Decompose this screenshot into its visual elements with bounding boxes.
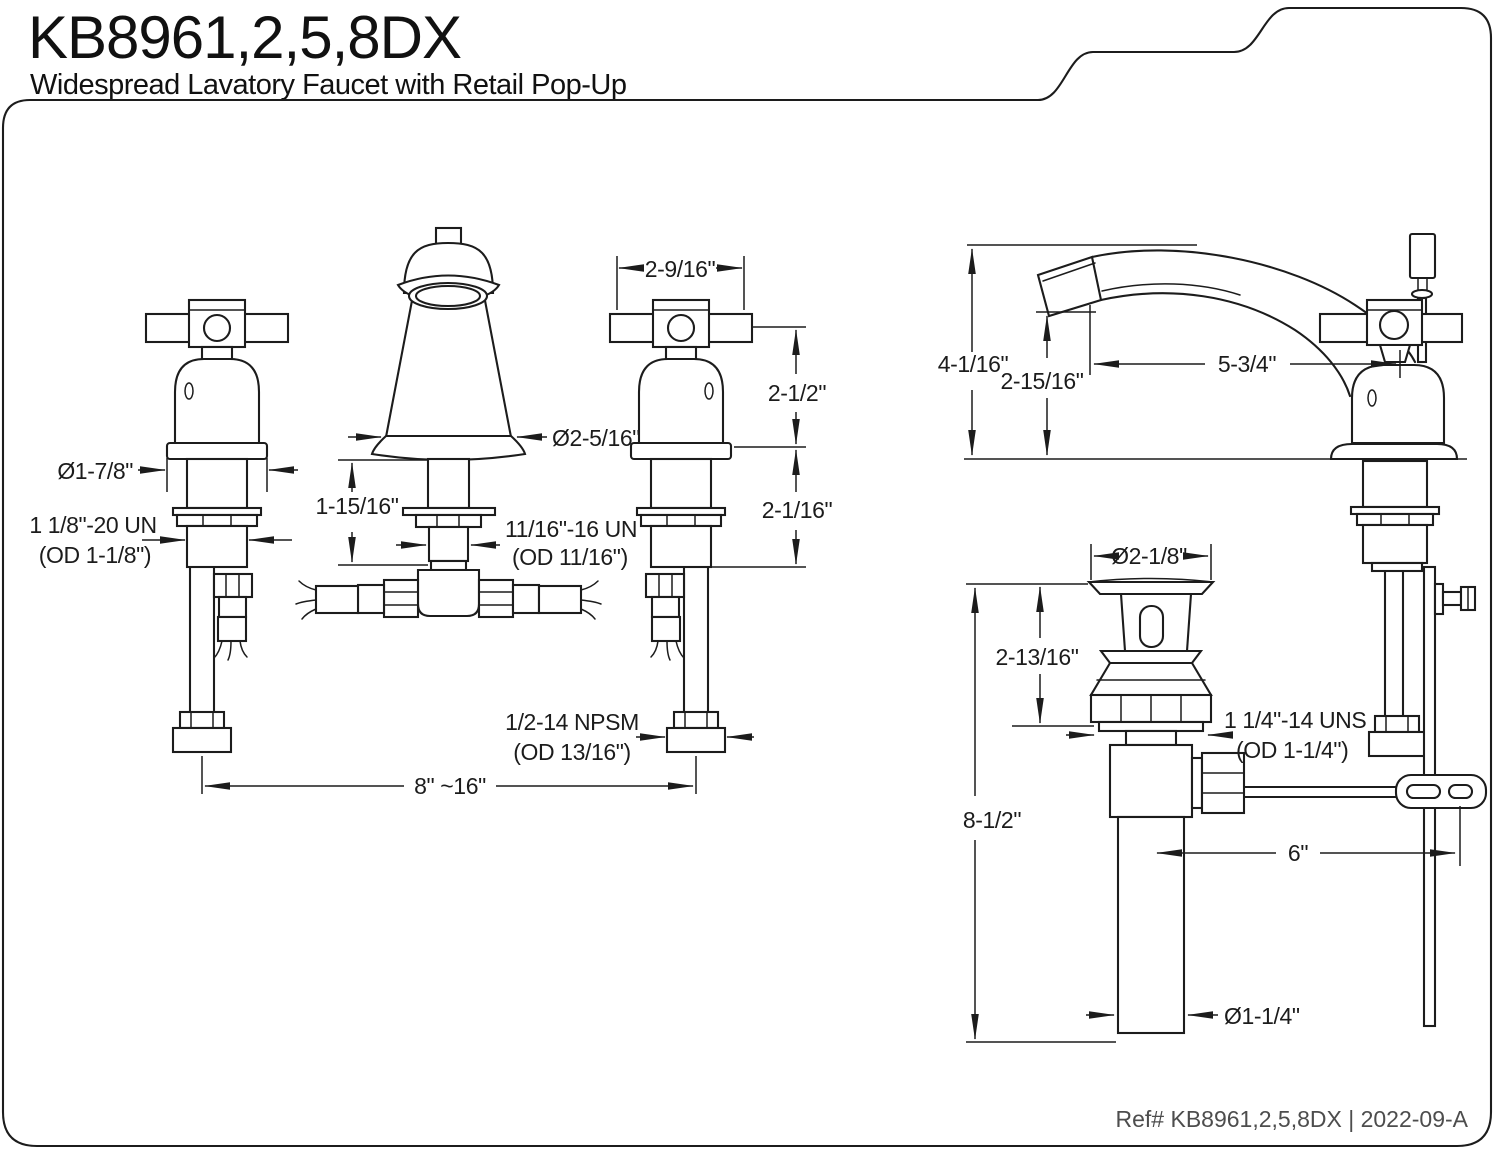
supply-coupling-nut bbox=[171, 726, 233, 754]
dim-handle-height-upper: 2-1/2" bbox=[768, 380, 826, 406]
supply-coupling-nut bbox=[665, 726, 727, 754]
dim-drain-body-thread: 1 1/4"-14 UNS bbox=[1224, 707, 1366, 733]
handle-shank-threads bbox=[185, 457, 249, 510]
supply-tube bbox=[188, 565, 216, 714]
dim-drain-overall-height: 8-1/2" bbox=[963, 807, 1021, 833]
supply-tube bbox=[682, 565, 710, 714]
center-spout bbox=[295, 226, 602, 620]
sheet-border bbox=[1, 6, 1493, 1148]
spout-outlet bbox=[1036, 255, 1103, 318]
header: KB8961,2,5,8DX Widespread Lavatory Fauce… bbox=[28, 4, 627, 101]
dim-handle-height-lower: 2-1/16" bbox=[762, 497, 833, 523]
dim-lever-rod-length: 6" bbox=[1288, 840, 1308, 866]
dim-handle-shank-thread-od: (OD 1-1/8") bbox=[39, 542, 151, 568]
spout-bottom-curve bbox=[1099, 292, 1352, 398]
handle-escutcheon bbox=[165, 441, 269, 461]
dim-spout-base-dia: Ø2-5/16" bbox=[552, 425, 640, 451]
dim-handle-shank-thread: 1 1/8"-20 UN bbox=[29, 512, 156, 538]
dim-spout-shank-thread: 11/16"-16 UN bbox=[505, 516, 637, 542]
dim-drain-body-thread-od: (OD 1-1/4") bbox=[1236, 737, 1348, 763]
supply-tube-side bbox=[1383, 569, 1405, 718]
base-flange bbox=[1329, 442, 1459, 461]
page-title: KB8961,2,5,8DX bbox=[28, 4, 461, 71]
drain-flange bbox=[1086, 580, 1216, 596]
handle-shank-threads bbox=[649, 457, 713, 510]
front-view-dimensions: Ø1-7/8" 1 1/8"-20 UN (OD 1-1/8") 2-9/16"… bbox=[29, 256, 833, 799]
drain-view: Ø2-1/8" 2-13/16" 1 1/4"-14 UNS (OD 1-1/4… bbox=[963, 543, 1461, 1043]
front-view: Ø1-7/8" 1 1/8"-20 UN (OD 1-1/8") 2-9/16"… bbox=[29, 226, 833, 799]
supply-hose-braid bbox=[216, 615, 248, 643]
dim-escutcheon-dia: Ø1-7/8" bbox=[57, 458, 133, 484]
dim-installation-spread: 8" ~16" bbox=[414, 773, 486, 799]
dim-flange-dia: Ø2-1/8" bbox=[1111, 543, 1187, 569]
left-handle bbox=[144, 298, 290, 794]
pivot-nut bbox=[1200, 751, 1246, 815]
tee-connector bbox=[416, 568, 481, 618]
drain-body bbox=[1108, 743, 1194, 819]
tee-hose-braid bbox=[314, 584, 360, 615]
supply-hose-braid bbox=[650, 615, 682, 643]
side-view-dimensions: 4-1/16" 2-15/16" 5-3/4" bbox=[938, 244, 1401, 456]
tee-hose-braid bbox=[537, 584, 583, 615]
drain-tailpiece bbox=[1116, 815, 1186, 1035]
drain-dimensions: Ø2-1/8" 2-13/16" 1 1/4"-14 UNS (OD 1-1/4… bbox=[963, 543, 1461, 1043]
spout-base-flare bbox=[370, 434, 527, 462]
page-subtitle: Widespread Lavatory Faucet with Retail P… bbox=[30, 69, 626, 101]
dim-supply-nut-thread: 1/2-14 NPSM bbox=[505, 709, 639, 735]
dim-overall-height: 4-1/16" bbox=[938, 351, 1009, 377]
footer-reference: Ref# KB8961,2,5,8DX | 2022-09-A bbox=[1116, 1106, 1469, 1132]
mounting-threads bbox=[1361, 459, 1429, 509]
right-handle bbox=[608, 298, 754, 794]
dim-supply-nut-thread-od: (OD 13/16") bbox=[513, 739, 631, 765]
dim-spout-shank-thread-od: (OD 11/16") bbox=[512, 544, 628, 570]
dim-tailpiece-dia: Ø1-1/4" bbox=[1224, 1003, 1300, 1029]
dim-spout-shank-height: 1-15/16" bbox=[316, 493, 399, 519]
spout-shank-threads bbox=[426, 457, 471, 510]
side-view: 4-1/16" 2-15/16" 5-3/4" bbox=[938, 232, 1488, 1028]
handle-escutcheon bbox=[629, 441, 733, 461]
faucet-body bbox=[1350, 363, 1446, 445]
spout-body bbox=[384, 288, 513, 439]
handle-bonnet bbox=[637, 357, 725, 445]
handle-bonnet bbox=[173, 357, 261, 445]
aerator bbox=[414, 284, 482, 308]
dim-handle-width: 2-9/16" bbox=[645, 256, 716, 282]
dim-spout-outlet-height: 2-15/16" bbox=[1001, 368, 1084, 394]
dim-upper-height: 2-13/16" bbox=[996, 644, 1079, 670]
dim-spout-reach: 5-3/4" bbox=[1218, 351, 1276, 377]
